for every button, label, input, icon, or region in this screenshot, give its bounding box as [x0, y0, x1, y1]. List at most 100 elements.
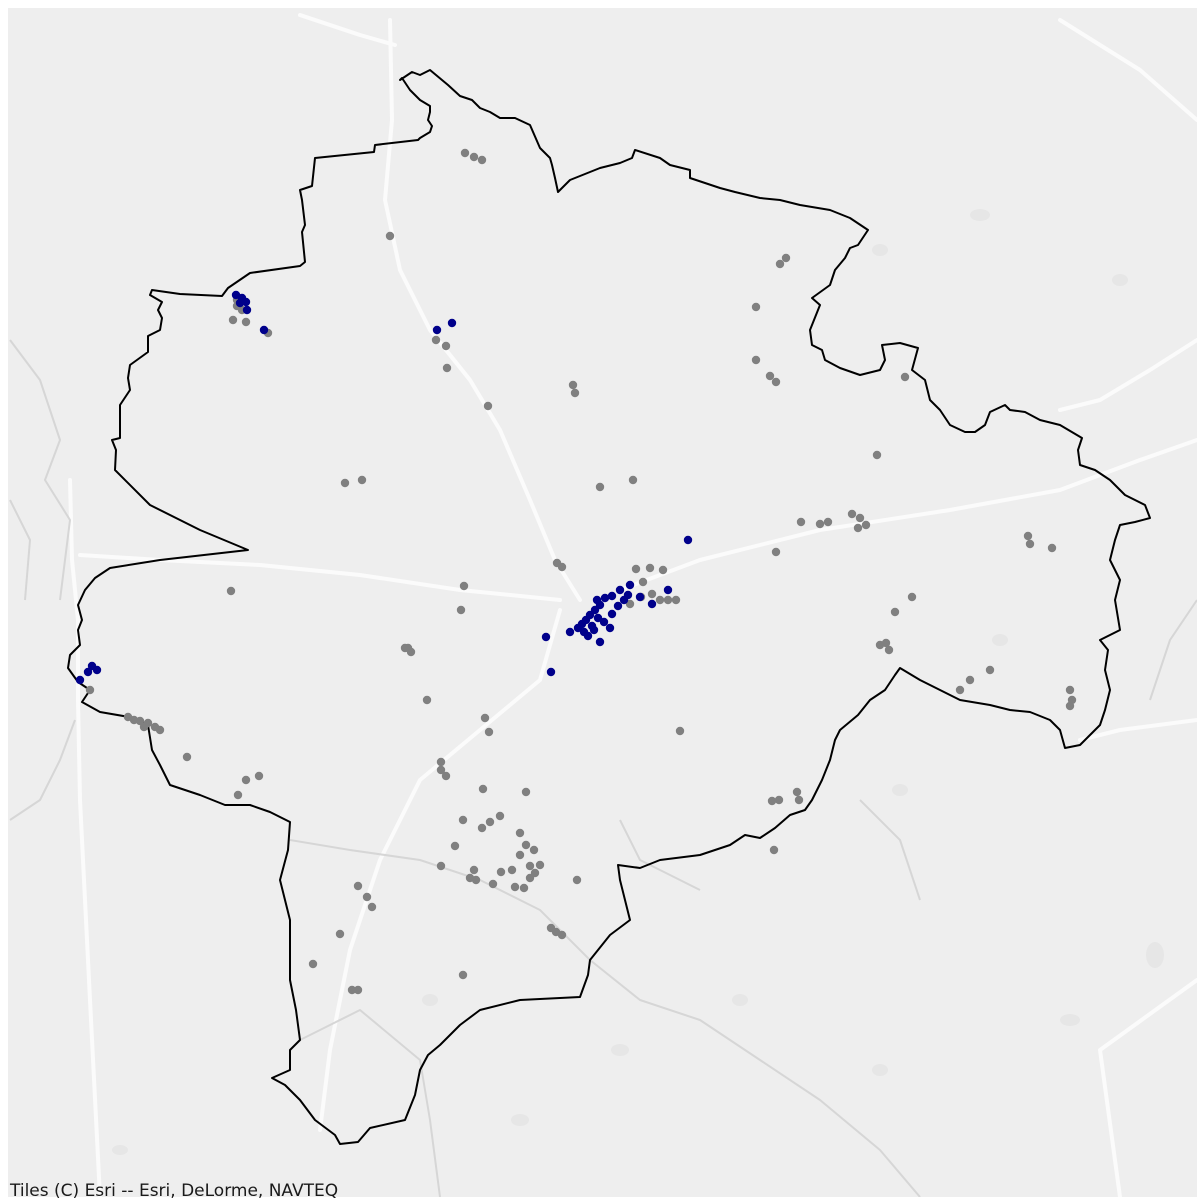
- blue-point: [600, 593, 610, 603]
- gray-point: [226, 586, 236, 596]
- gray-point: [135, 716, 145, 726]
- gray-point: [535, 860, 545, 870]
- gray-point: [422, 695, 432, 705]
- gray-point: [1025, 539, 1035, 549]
- basemap-layer: [9, 13, 1197, 1197]
- gray-point: [769, 845, 779, 855]
- gray-point: [847, 509, 857, 519]
- blue-point: [587, 621, 597, 631]
- gray-point: [367, 902, 377, 912]
- blue-point: [625, 580, 635, 590]
- blue-point: [683, 535, 693, 545]
- gray-point: [460, 148, 470, 158]
- gray-point: [557, 562, 567, 572]
- gray-point: [510, 882, 520, 892]
- map-canvas[interactable]: [8, 8, 1197, 1197]
- basemap-settlement: [872, 1064, 888, 1076]
- blue-point: [83, 667, 93, 677]
- blue-point: [447, 318, 457, 328]
- gray-point: [233, 790, 243, 800]
- gray-point: [436, 861, 446, 871]
- gray-point: [525, 861, 535, 871]
- gray-point: [781, 253, 791, 263]
- gray-point: [774, 795, 784, 805]
- blue-points-layer: [75, 290, 693, 685]
- gray-point: [557, 930, 567, 940]
- gray-point: [478, 784, 488, 794]
- blue-point: [605, 623, 615, 633]
- gray-point: [480, 713, 490, 723]
- gray-point: [442, 363, 452, 373]
- gray-point: [881, 638, 891, 648]
- gray-point: [340, 478, 350, 488]
- gray-point: [521, 840, 531, 850]
- gray-point: [403, 643, 413, 653]
- gray-point: [1065, 701, 1075, 711]
- blue-point: [599, 617, 609, 627]
- gray-point: [436, 757, 446, 767]
- basemap-settlement: [611, 1044, 629, 1056]
- blue-point: [613, 601, 623, 611]
- basemap-settlement: [1060, 1014, 1080, 1026]
- gray-points-layer: [85, 148, 1077, 995]
- gray-point: [570, 388, 580, 398]
- blue-point: [92, 665, 102, 675]
- gray-point: [751, 302, 761, 312]
- gray-point: [515, 850, 525, 860]
- gray-point: [488, 879, 498, 889]
- gray-point: [815, 519, 825, 529]
- map-svg: [9, 13, 1197, 1197]
- gray-point: [568, 380, 578, 390]
- blue-point: [593, 613, 603, 623]
- region-outline: [67, 69, 1151, 1145]
- basemap-border: [299, 1009, 441, 1197]
- blue-point: [647, 599, 657, 609]
- blue-point: [541, 632, 551, 642]
- gray-point: [347, 985, 357, 995]
- blue-point: [546, 667, 556, 677]
- gray-point: [529, 845, 539, 855]
- gray-point: [771, 377, 781, 387]
- gray-point: [890, 607, 900, 617]
- gray-point: [1047, 543, 1057, 553]
- gray-point: [792, 787, 802, 797]
- gray-point: [625, 599, 635, 609]
- gray-point: [628, 475, 638, 485]
- basemap-border: [619, 819, 701, 891]
- gray-point: [631, 564, 641, 574]
- gray-point: [353, 881, 363, 891]
- basemap-road: [298, 13, 397, 47]
- basemap-settlement: [970, 209, 990, 221]
- gray-point: [458, 970, 468, 980]
- gray-point: [985, 665, 995, 675]
- basemap-road: [1098, 978, 1197, 1197]
- gray-point: [794, 795, 804, 805]
- gray-point: [241, 317, 251, 327]
- blue-point: [635, 592, 645, 602]
- basemap-road: [383, 18, 582, 602]
- gray-point: [751, 355, 761, 365]
- gray-point: [515, 828, 525, 838]
- basemap-road: [318, 608, 562, 1132]
- gray-point: [241, 775, 251, 785]
- gray-point: [507, 865, 517, 875]
- blue-point: [607, 591, 617, 601]
- gray-point: [139, 722, 149, 732]
- blue-point: [615, 585, 625, 595]
- gray-point: [965, 675, 975, 685]
- blue-point: [75, 675, 85, 685]
- gray-point: [353, 985, 363, 995]
- gray-point: [900, 372, 910, 382]
- gray-point: [796, 517, 806, 527]
- basemap-settlement: [1112, 274, 1128, 286]
- gray-point: [155, 725, 165, 735]
- gray-point: [638, 577, 648, 587]
- gray-point: [441, 341, 451, 351]
- gray-point: [907, 592, 917, 602]
- gray-point: [645, 563, 655, 573]
- gray-point: [362, 892, 372, 902]
- gray-point: [884, 645, 894, 655]
- gray-point: [182, 752, 192, 762]
- basemap-road: [1058, 18, 1197, 122]
